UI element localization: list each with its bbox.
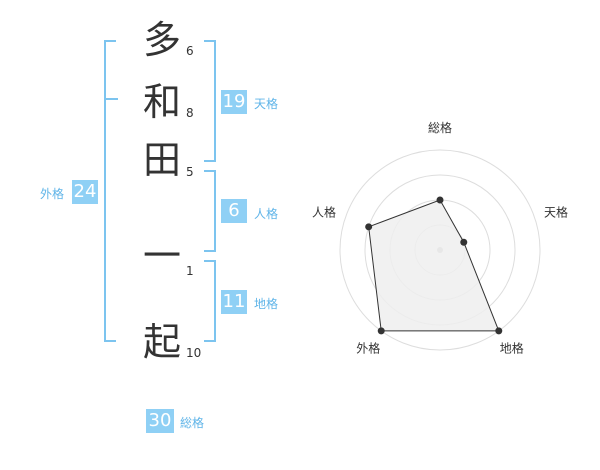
- soukaku-badge: 30: [146, 409, 174, 433]
- radar-ring: [339, 149, 541, 351]
- gaikaku-bracket: [104, 40, 116, 342]
- chikaku-label: 地格: [254, 297, 279, 311]
- chikaku-badge: 11: [221, 290, 247, 314]
- tenkaku-bracket: [204, 40, 216, 162]
- radar-axis-label: 総格: [428, 120, 452, 135]
- name-character-5: 起: [142, 320, 181, 364]
- radar-axis-label: 人格: [312, 204, 336, 219]
- radar-point: [377, 327, 385, 335]
- name-character-3: 田: [142, 138, 181, 182]
- radar-axis-label: 地格: [500, 341, 524, 356]
- tenkaku-badge: 19: [221, 90, 247, 114]
- radar-axis-label: 外格: [356, 341, 380, 356]
- jinkaku-label: 人格: [254, 207, 279, 221]
- chikaku-bracket: [204, 260, 216, 342]
- stroke-count-5: 10: [186, 346, 202, 360]
- gaikaku-badge: 24: [72, 180, 98, 204]
- soukaku-label: 総格: [180, 416, 205, 430]
- stroke-count-1: 6: [186, 44, 194, 58]
- radar-point: [436, 196, 444, 204]
- stroke-count-4: 1: [186, 264, 194, 278]
- radar-point: [495, 327, 503, 335]
- name-character-4: 一: [142, 234, 181, 278]
- radar-point: [460, 238, 468, 246]
- jinkaku-badge: 6: [221, 199, 247, 223]
- name-character-1: 多: [142, 18, 181, 62]
- radar-axis-label: 天格: [544, 204, 568, 219]
- jinkaku-bracket: [204, 170, 216, 252]
- stroke-count-2: 8: [186, 106, 194, 120]
- radar-point: [365, 223, 373, 231]
- gaikaku-label: 外格: [40, 187, 65, 201]
- name-character-2: 和: [142, 80, 181, 124]
- radar-area: [368, 199, 500, 332]
- stroke-count-3: 5: [186, 165, 194, 179]
- gaikaku-bracket-tick: [104, 98, 118, 100]
- tenkaku-label: 天格: [254, 97, 279, 111]
- radar-points: [365, 196, 503, 335]
